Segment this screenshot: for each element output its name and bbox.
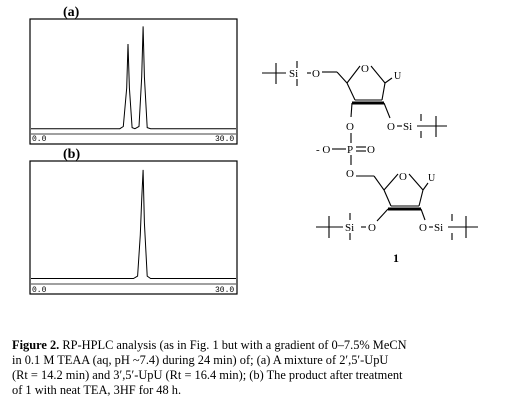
ring1-bond-5 (346, 82, 356, 101)
si-label-2: Si (403, 121, 412, 133)
caption-label: Figure 2. (12, 338, 60, 352)
bond-c2-o (383, 102, 391, 119)
caption-line-2: in 0.1 M TEAA (aq, pH ~7.4) during 24 mi… (12, 353, 389, 367)
o-double-label: O (367, 144, 375, 156)
ring1-bond-1 (346, 65, 361, 84)
p-label: P (347, 144, 353, 156)
caption-line-1: Figure 2. RP-HPLC analysis (as in Fig. 1… (12, 338, 512, 353)
panel-a-axis-end: 30.0 (215, 135, 234, 144)
caption-line-3: (Rt = 14.2 min) and 3′,5′-UpU (Rt = 16.4… (12, 368, 403, 382)
o-label-1: O (312, 68, 320, 80)
ring2-bond-2 (408, 173, 424, 191)
bond-c5-c4 (336, 71, 348, 84)
ring1-bond-2 (370, 65, 386, 84)
chart-b-marks (31, 169, 236, 285)
si-label-3: Si (345, 222, 354, 234)
chromatogram-b-trace-0 (31, 169, 236, 279)
o-label-5prime: O (346, 168, 354, 180)
bond-c3-o (350, 102, 353, 118)
si-label-1: Si (289, 68, 298, 80)
ring1-bond-3 (381, 82, 386, 101)
panel-b-axis-start: 0.0 (32, 286, 47, 295)
ring1-oxygen: O (361, 63, 369, 75)
figure-graphic: (a) 0.0 30.0 (b) 0.0 30.0 Si O O U O O S… (29, 5, 478, 295)
u-label-2: U (428, 173, 436, 184)
bond-c1b-u (422, 182, 429, 191)
ring2-bond-5 (383, 189, 392, 207)
bond-c2b-o (420, 208, 426, 221)
chromatogram-a-trace-0 (31, 26, 236, 130)
panel-b-axis-end: 30.0 (215, 286, 234, 295)
chart-a-marks (31, 26, 236, 135)
figure-caption: Figure 2. RP-HPLC analysis (as in Fig. 1… (12, 338, 512, 398)
compound-number: 1 (393, 251, 399, 265)
ring2-oxygen: O (399, 171, 407, 183)
chemical-structure: Si O O U O O Si - O P O O (262, 61, 478, 265)
ring2-bond-1 (383, 173, 399, 191)
panel-a-axis-start: 0.0 (32, 135, 47, 144)
panel-a-frame (29, 18, 238, 145)
caption-line-1-text: RP-HPLC analysis (as in Fig. 1 but with … (62, 338, 407, 352)
bond-c5b-c4b (373, 175, 385, 191)
o-label-2prime-1: O (387, 121, 395, 133)
o-label-3prime: O (346, 121, 354, 133)
panel-a-label: (a) (63, 5, 80, 20)
o-minus-label: - O (316, 144, 330, 156)
bond-c1-u (384, 77, 393, 84)
bond-c3b-o (376, 208, 389, 222)
ring2-bond-3 (418, 189, 424, 207)
o-label-3prime-b: O (368, 222, 376, 234)
panel-b-label: (b) (63, 147, 80, 162)
si-label-4: Si (434, 222, 443, 234)
caption-line-4: of 1 with neat TEA, 3HF for 48 h. (12, 383, 182, 397)
panel-b-frame (29, 160, 238, 295)
u-label-1: U (394, 71, 402, 82)
o-label-2prime-2: O (419, 222, 427, 234)
